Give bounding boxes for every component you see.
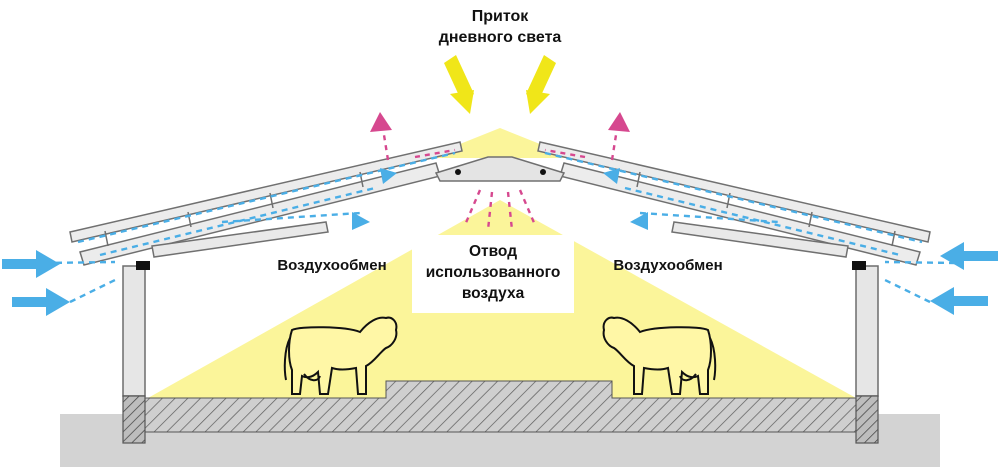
left-wall	[122, 265, 146, 397]
left-wall-beam	[136, 261, 150, 270]
air-exchange-label-left: Воздухообмен	[277, 257, 387, 274]
ridge-hinge-right	[540, 169, 546, 175]
outside-air-arrows	[2, 242, 998, 316]
right-wall	[855, 265, 879, 397]
daylight-label-line2: дневного света	[438, 29, 562, 46]
left-foundation	[122, 395, 146, 444]
sun-arrow-icon	[444, 55, 474, 114]
right-roof	[537, 141, 931, 266]
sun-arrow-icon	[526, 55, 556, 114]
exhaust-arrowheads	[370, 112, 630, 132]
ridge-vent	[434, 156, 566, 182]
right-wall-beam	[852, 261, 866, 270]
sun-arrows	[444, 55, 556, 114]
cow-icon-right	[602, 316, 717, 395]
exhaust-paths	[382, 134, 618, 231]
floor-slab	[144, 380, 857, 433]
exhaust-label-line2: использованного	[425, 264, 561, 281]
air-inflow-arrow-icon	[352, 212, 370, 230]
air-exchange-label-right: Воздухообмен	[613, 257, 723, 274]
right-foundation	[855, 395, 879, 444]
ridge-hinge-left	[455, 169, 461, 175]
exhaust-label-box	[412, 235, 574, 313]
air-inflow-arrow-icon	[2, 250, 60, 278]
exhaust-label: Отвод использованного воздуха	[412, 241, 574, 304]
left-roof	[69, 141, 463, 266]
daylight-label: Приток дневного света	[420, 6, 580, 48]
air-inflow-arrow-icon	[12, 288, 70, 316]
air-inflow-paths	[44, 151, 956, 304]
air-inflow-arrow-icon	[603, 168, 620, 184]
exhaust-label-line1: Отвод	[468, 243, 518, 260]
air-inflow-arrow-icon	[940, 242, 998, 270]
exhaust-label-line3: воздуха	[461, 285, 525, 302]
cow-icon-left	[283, 316, 398, 395]
air-inflow-arrowheads	[352, 168, 648, 230]
air-inflow-arrow-icon	[930, 287, 988, 315]
exhaust-arrow-icon	[608, 112, 630, 132]
exhaust-arrow-icon	[370, 112, 392, 132]
air-inflow-arrow-icon	[380, 168, 397, 184]
air-inflow-arrow-icon	[630, 212, 648, 230]
daylight-label-line1: Приток	[471, 8, 529, 25]
